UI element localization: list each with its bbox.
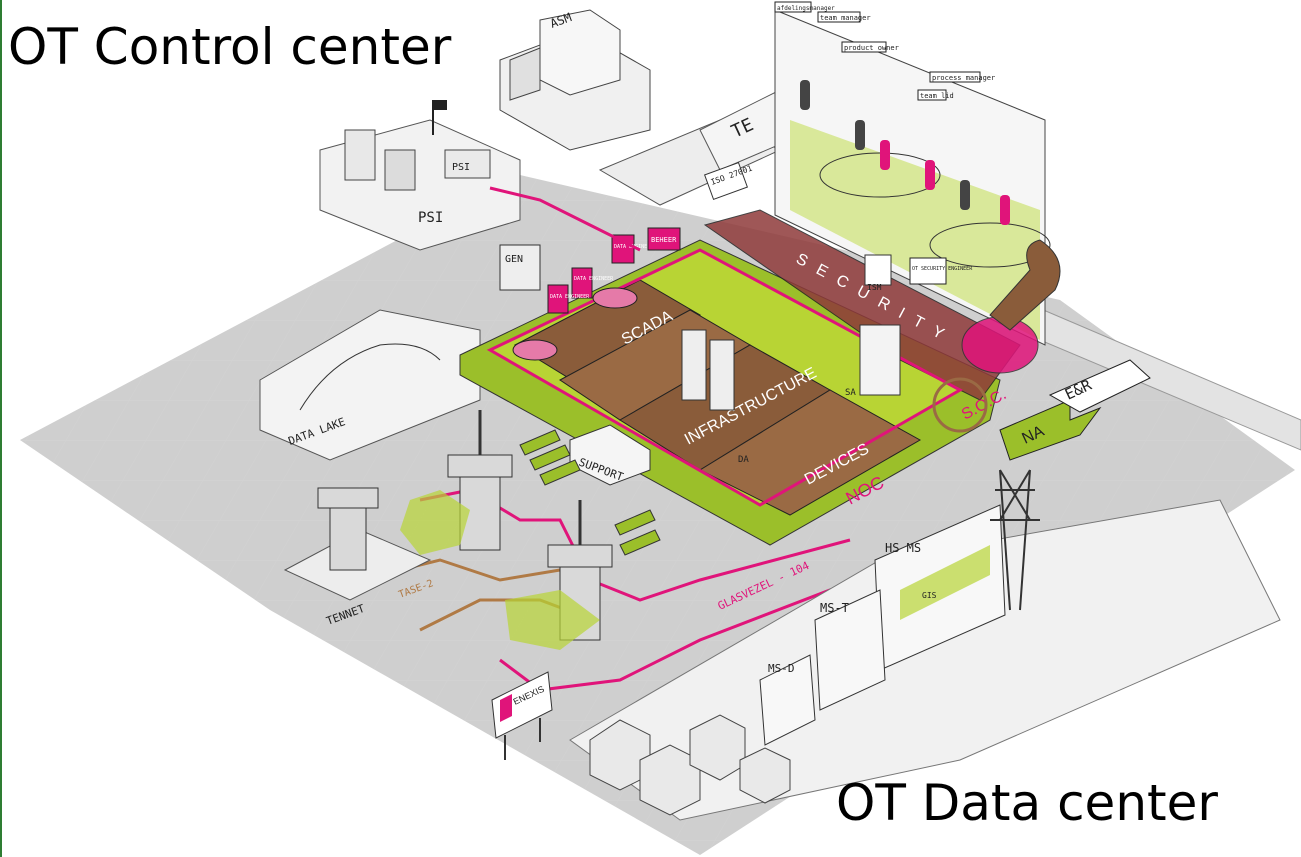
screens: DATA ENGINEER DATA ENGINEER DATA ENGINEE… bbox=[512, 227, 973, 465]
team-wall: afdelingsmanager team manager product ow… bbox=[774, 1, 1051, 346]
screen-sa: SA bbox=[845, 388, 856, 398]
ms-t-label: MS-T bbox=[820, 601, 849, 615]
te-platform: TE ISO 27001 bbox=[598, 89, 791, 206]
gen-label: GEN bbox=[505, 254, 523, 265]
support-desk: SUPPORT bbox=[569, 424, 651, 486]
role-product-owner: product owner bbox=[844, 44, 899, 52]
screen-data-engineer-3: DATA ENGINEER bbox=[550, 294, 590, 300]
role-afdelingsmanager: afdelingsmanager bbox=[777, 5, 835, 12]
data-center-block: HS MS GIS MS-T MS-D bbox=[569, 469, 1281, 821]
security-stamp bbox=[932, 239, 1061, 433]
direction-signs: NA E&R bbox=[999, 359, 1151, 461]
screen-da: DA bbox=[738, 455, 749, 465]
gis-label: GIS bbox=[922, 591, 937, 600]
role-team-lid: team lid bbox=[920, 92, 954, 100]
psi-building: PSI PSI bbox=[319, 100, 521, 251]
platform-stairs bbox=[519, 429, 661, 556]
screen-data-engineer-1: DATA ENGINEER bbox=[574, 276, 614, 282]
title-ot-control-center: OT Control center bbox=[8, 18, 452, 76]
role-team-manager: team manager bbox=[820, 14, 871, 22]
screen-beheer: BEHEER bbox=[651, 236, 677, 244]
asm-building: ASM bbox=[499, 9, 651, 151]
screen-ot-security: OT SECURITY ENGINEER bbox=[912, 266, 973, 272]
asm-label: ASM bbox=[548, 10, 573, 31]
role-process-manager: process manager bbox=[932, 74, 995, 82]
title-ot-data-center: OT Data center bbox=[836, 774, 1218, 832]
ms-d-label: MS-D bbox=[768, 662, 795, 675]
psi-truck-label: PSI bbox=[452, 162, 470, 173]
left-edge-bar bbox=[0, 0, 2, 857]
hs-ms-label: HS MS bbox=[885, 541, 921, 555]
data-lake: DATA LAKE bbox=[259, 309, 481, 461]
psi-label: PSI bbox=[418, 210, 443, 226]
gen-machine: GEN bbox=[499, 244, 541, 291]
ism-label: ISM bbox=[867, 283, 882, 292]
enexis-billboard: ENEXIS bbox=[491, 671, 553, 760]
